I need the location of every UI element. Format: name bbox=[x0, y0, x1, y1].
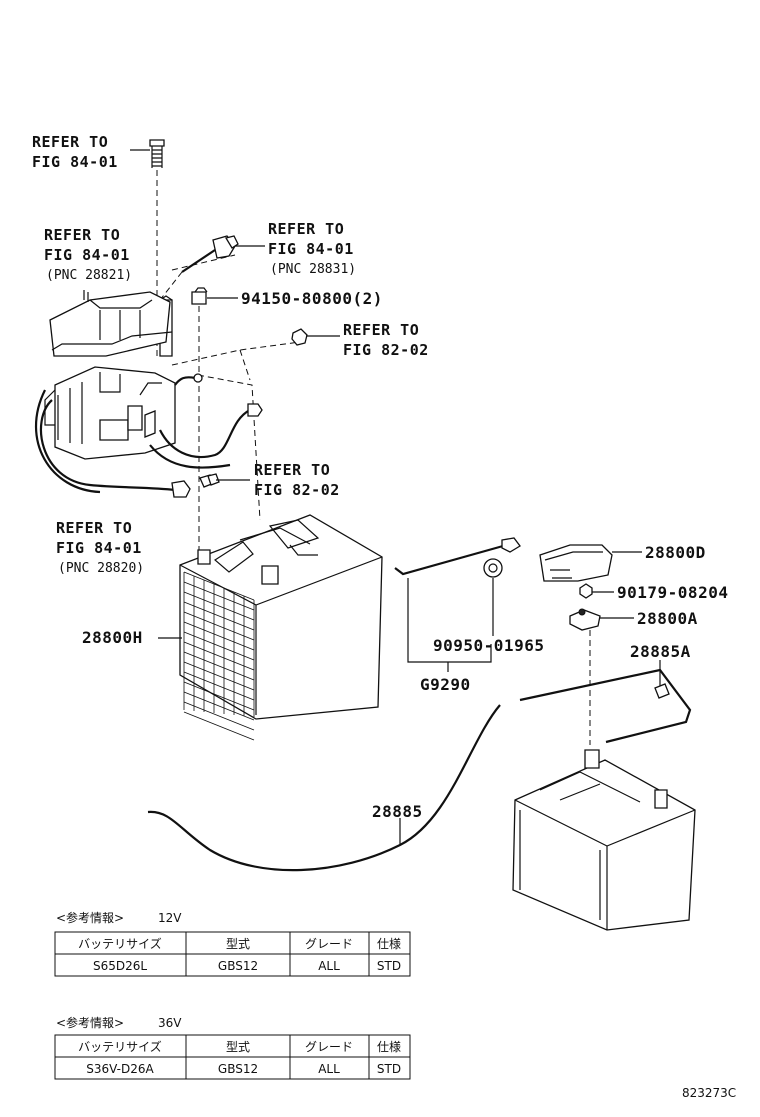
svg-text:FIG 82-02: FIG 82-02 bbox=[254, 481, 340, 499]
label-refer-nut: REFER TO FIG 82-02 bbox=[343, 321, 429, 359]
terminal-cover bbox=[539, 544, 642, 582]
wire-harness bbox=[34, 373, 263, 498]
label-cover-d: 28800D bbox=[645, 543, 706, 562]
svg-text:グレード: グレード bbox=[305, 937, 353, 951]
svg-text:REFER TO: REFER TO bbox=[44, 226, 120, 244]
assembly-dashes bbox=[171, 254, 301, 521]
nut-small bbox=[291, 328, 340, 346]
svg-text:ALL: ALL bbox=[318, 1062, 340, 1076]
terminal-nut bbox=[579, 583, 614, 599]
svg-text:12V: 12V bbox=[158, 911, 182, 925]
svg-text:36V: 36V bbox=[158, 1016, 182, 1030]
label-refer-harness: REFER TO FIG 84-01 (PNC 28820) bbox=[56, 519, 144, 576]
svg-text:REFER TO: REFER TO bbox=[56, 519, 132, 537]
svg-text:28800H: 28800H bbox=[82, 628, 143, 647]
svg-text:(PNC 28820): (PNC 28820) bbox=[58, 561, 144, 576]
svg-text:STD: STD bbox=[377, 959, 401, 973]
svg-text:(PNC 28831): (PNC 28831) bbox=[270, 262, 356, 277]
relay-cover bbox=[49, 290, 173, 357]
svg-text:グレード: グレード bbox=[305, 1040, 353, 1054]
svg-text:GBS12: GBS12 bbox=[218, 1062, 258, 1076]
battery-36v bbox=[512, 749, 696, 931]
label-nut-part: 90179-08204 bbox=[617, 583, 728, 602]
top-bolt bbox=[130, 139, 165, 360]
svg-text:(PNC 28821): (PNC 28821) bbox=[46, 268, 132, 283]
cable-a bbox=[519, 660, 692, 744]
label-bolt-part: 94150-80800(2) bbox=[241, 289, 383, 308]
svg-text:バッテリサイズ: バッテリサイズ bbox=[78, 1039, 162, 1054]
label-refer-plug: REFER TO FIG 82-02 bbox=[254, 461, 340, 499]
svg-text:REFER TO: REFER TO bbox=[268, 220, 344, 238]
label-cable-a: 28885A bbox=[630, 642, 691, 661]
battery-grid bbox=[183, 571, 255, 741]
svg-text:REFER TO: REFER TO bbox=[32, 133, 108, 151]
svg-text:GBS12: GBS12 bbox=[218, 959, 258, 973]
svg-text:バッテリサイズ: バッテリサイズ bbox=[78, 936, 162, 951]
label-hose-part: 90950-01965 bbox=[433, 636, 544, 655]
svg-text:S36V-D26A: S36V-D26A bbox=[86, 1062, 154, 1076]
svg-text:FIG 82-02: FIG 82-02 bbox=[343, 341, 429, 359]
svg-text:仕様: 仕様 bbox=[377, 937, 401, 951]
label-refer-clamp: REFER TO FIG 84-01 (PNC 28831) bbox=[268, 220, 356, 277]
svg-text:REFER TO: REFER TO bbox=[254, 461, 330, 479]
label-hose-group: G9290 bbox=[420, 675, 471, 694]
svg-text:FIG 84-01: FIG 84-01 bbox=[56, 539, 142, 557]
terminal-clamp bbox=[569, 608, 634, 745]
battery-12v bbox=[179, 514, 383, 741]
svg-text:FIG 84-01: FIG 84-01 bbox=[44, 246, 130, 264]
spec-table-12v: <参考情報> 12V バッテリサイズ 型式 グレード 仕様 S65D26L GB… bbox=[54, 910, 411, 977]
svg-text:STD: STD bbox=[377, 1062, 401, 1076]
vent-hose bbox=[394, 537, 521, 672]
cable-main bbox=[147, 704, 501, 872]
hex-bolt bbox=[191, 287, 238, 560]
svg-text:S65D26L: S65D26L bbox=[93, 959, 147, 973]
drain-plug bbox=[199, 473, 250, 488]
label-refer-cover: REFER TO FIG 84-01 (PNC 28821) bbox=[44, 226, 132, 283]
svg-text:REFER TO: REFER TO bbox=[343, 321, 419, 339]
drawing-number: 823273C bbox=[682, 1086, 736, 1100]
label-cable: 28885 bbox=[372, 802, 423, 821]
svg-text:型式: 型式 bbox=[226, 937, 250, 951]
label-refer-bolt: REFER TO FIG 84-01 bbox=[32, 133, 118, 171]
svg-text:仕様: 仕様 bbox=[377, 1040, 401, 1054]
svg-text:ALL: ALL bbox=[318, 959, 340, 973]
svg-text:FIG 84-01: FIG 84-01 bbox=[32, 153, 118, 171]
label-battery-12v: 28800H bbox=[82, 628, 182, 647]
svg-text:FIG 84-01: FIG 84-01 bbox=[268, 240, 354, 258]
svg-text:<参考情報>: <参考情報> bbox=[56, 1015, 124, 1030]
svg-text:<参考情報>: <参考情報> bbox=[56, 910, 124, 925]
svg-text:型式: 型式 bbox=[226, 1040, 250, 1054]
label-clamp-a: 28800A bbox=[637, 609, 698, 628]
relay-block bbox=[44, 366, 176, 460]
spec-table-36v: <参考情報> 36V バッテリサイズ 型式 グレード 仕様 S36V-D26A … bbox=[54, 1015, 411, 1080]
